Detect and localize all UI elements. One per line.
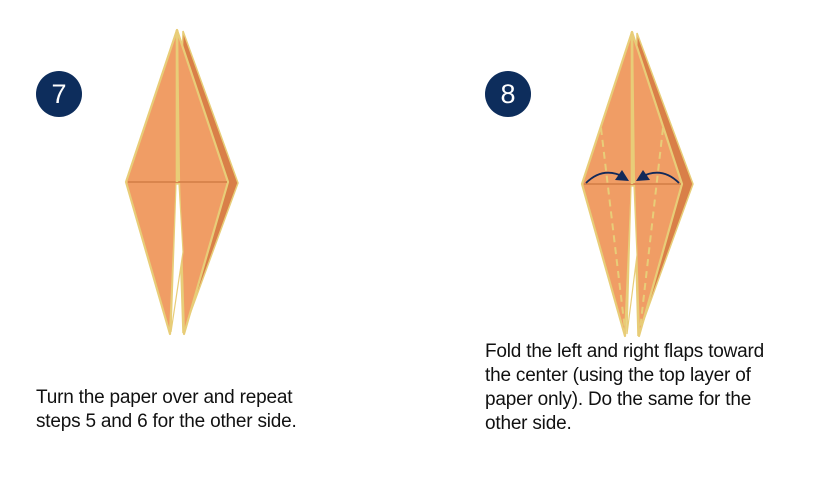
step-7-caption: Turn the paper over and repeat steps 5 a… <box>36 386 297 434</box>
caption-line: the center (using the top layer of <box>485 365 751 386</box>
step-7: 7 Turn the paper over and repeat steps 5… <box>0 0 413 477</box>
center-gap <box>626 185 638 335</box>
caption-line: Fold the left and right flaps toward <box>485 341 765 362</box>
step-8-caption: Fold the left and right flaps toward the… <box>485 340 764 436</box>
caption-line: steps 5 and 6 for the other side. <box>36 411 297 432</box>
step-number-badge: 7 <box>36 71 82 117</box>
curved-arrow-right-icon <box>585 170 629 184</box>
fold-line-right <box>639 127 664 331</box>
origami-diagram-step-8 <box>580 30 694 338</box>
fold-line-left <box>600 127 626 331</box>
origami-diagram-step-7 <box>124 28 239 336</box>
step-number-badge: 8 <box>485 71 531 117</box>
caption-line: paper only). Do the same for the <box>485 389 752 410</box>
caption-line: other side. <box>485 413 572 434</box>
caption-line: Turn the paper over and repeat <box>36 387 293 408</box>
step-8: 8 Fold the left and right flaps toward t… <box>413 0 827 477</box>
step-number: 8 <box>500 78 516 109</box>
center-gap <box>170 183 184 333</box>
step-number: 7 <box>51 78 67 109</box>
curved-arrow-left-icon <box>636 170 680 184</box>
